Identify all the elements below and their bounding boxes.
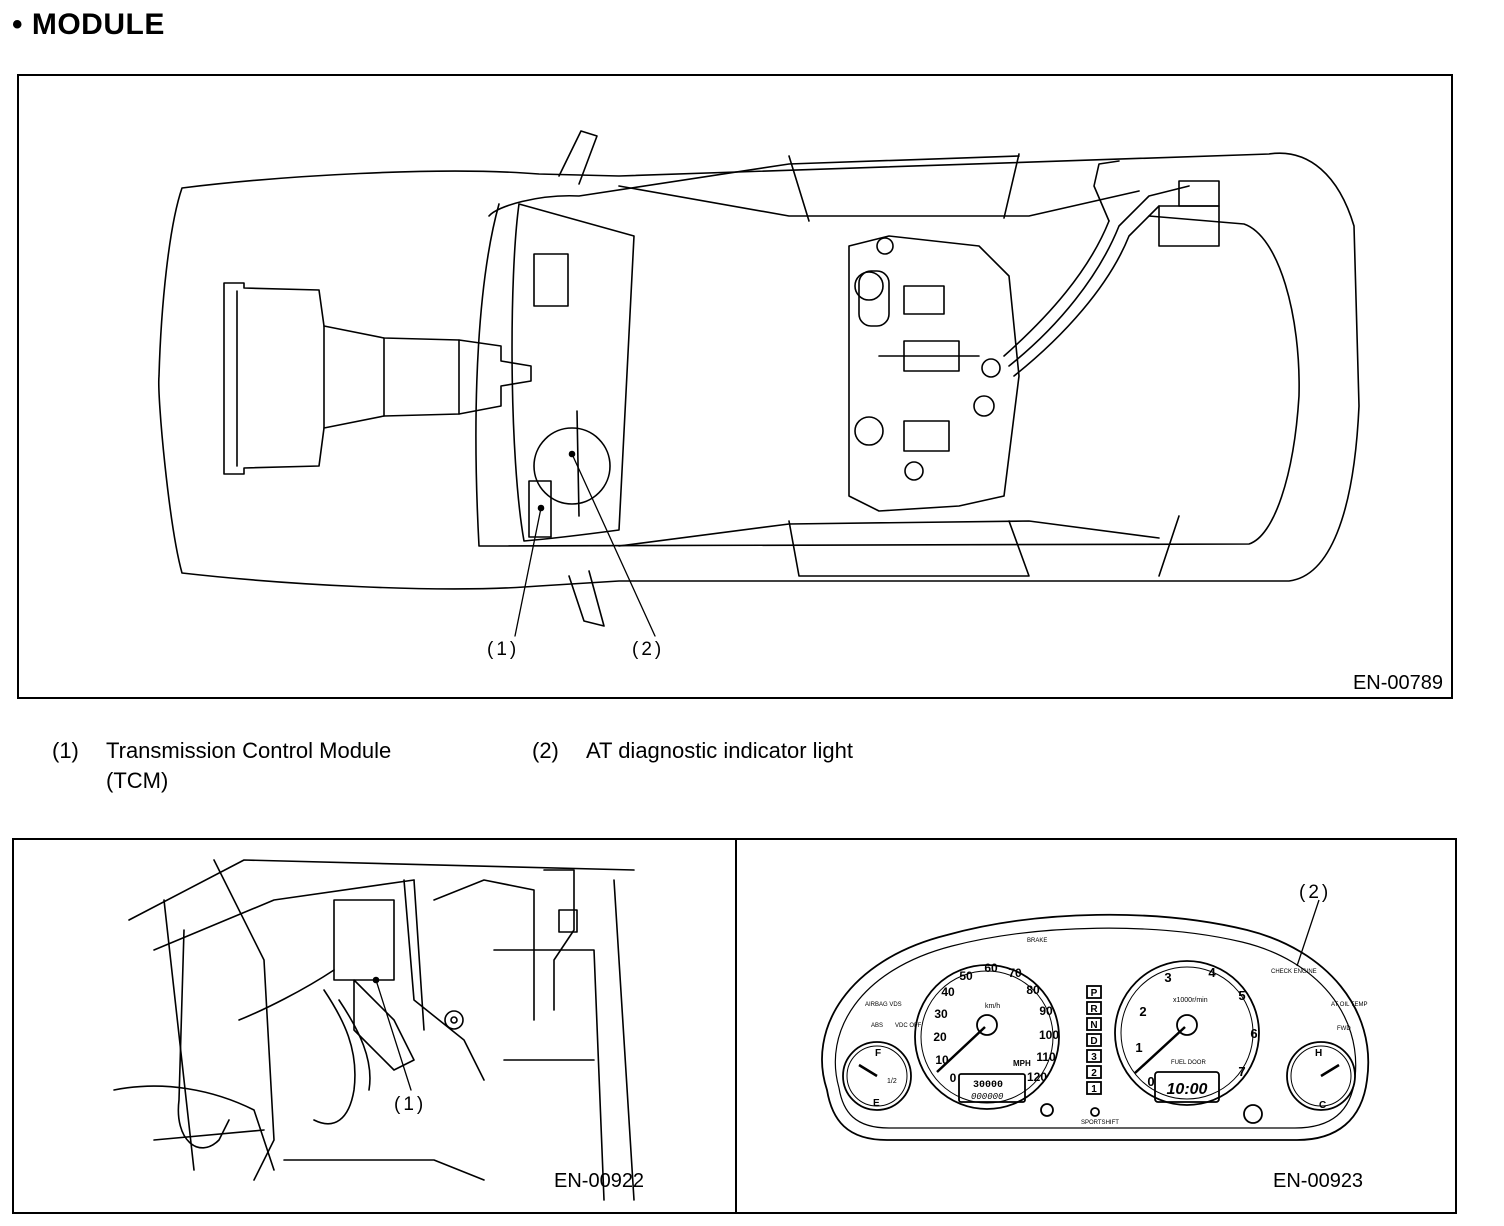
callout-1: (1) [394, 1094, 427, 1115]
tacho-tick-label: 4 [1208, 965, 1216, 980]
speedo-tick-label: 120 [1027, 1070, 1047, 1084]
tacho-tick-label: 1 [1135, 1040, 1142, 1055]
speedo-tick-label: 90 [1039, 1004, 1053, 1018]
gear-letter: 3 [1091, 1052, 1097, 1063]
sportshift-label: SPORTSHIFT [1081, 1120, 1119, 1126]
brake-label: BRAKE [1027, 938, 1047, 944]
gear-letter: N [1090, 1020, 1097, 1031]
tacho-tick-label: 2 [1139, 1004, 1146, 1019]
temp-label-cold: C [1319, 1100, 1326, 1111]
fwd-label: FWD [1337, 1026, 1351, 1032]
at-oil-temp-label: AT OIL TEMP [1331, 1002, 1367, 1008]
clock-display: 10:00 [1167, 1081, 1208, 1098]
speedo-tick-label: 70 [1008, 966, 1022, 980]
figure-id: EN-00923 [1273, 1170, 1364, 1192]
tacho-tick-label: 6 [1250, 1026, 1257, 1041]
abs-label: ABS [871, 1023, 883, 1029]
tacho-tick-label: 5 [1238, 988, 1245, 1003]
tacho-tick-label: 3 [1164, 970, 1171, 985]
fuel-label-half: 1/2 [887, 1078, 897, 1085]
fuel-door-label: FUEL DOOR [1171, 1060, 1206, 1066]
check-engine-label: CHECK ENGINE [1271, 969, 1317, 975]
callout-1: (1) [487, 639, 520, 660]
gear-letter: 2 [1091, 1068, 1097, 1079]
section-heading: • MODULE [12, 8, 165, 41]
figure-id: EN-00789 [1352, 672, 1443, 694]
speedo-unit: MPH [1013, 1059, 1031, 1068]
airbag-vds-label: AIRBAG VDS [865, 1002, 902, 1008]
gear-letter: D [1090, 1036, 1097, 1047]
speedo-tick-label: 50 [959, 969, 973, 983]
vehicle-top-view-drawing [157, 130, 1360, 637]
legend-text: AT diagnostic indicator light [586, 738, 853, 763]
fuel-label-empty: E [873, 1098, 880, 1109]
speedo-tick-label: 110 [1036, 1050, 1056, 1064]
vdc-off-label: VDC OFF [895, 1023, 922, 1029]
tacho-tick-label: 7 [1238, 1064, 1245, 1079]
callout-2: (2) [632, 639, 665, 660]
legend-number: (1) [52, 738, 79, 763]
legend-item-1: (1) Transmission Control Module (TCM) [52, 736, 472, 798]
speedo-tick-label: 100 [1039, 1028, 1059, 1042]
gear-letter: 1 [1091, 1084, 1097, 1095]
fuel-label-full: F [875, 1048, 881, 1059]
speedo-tick-label: 40 [941, 985, 955, 999]
speedo-tick-label: 60 [984, 961, 998, 975]
instrument-cluster-drawing: 0 10 20 30 40 50 60 70 80 90 100 110 120… [821, 899, 1370, 1141]
speedo-tick-label: 30 [934, 1007, 948, 1021]
speedo-kmh-unit: km/h [985, 1003, 1000, 1010]
tcm-location-figure: (1) EN-00922 [12, 838, 737, 1214]
figure-id: EN-00922 [554, 1170, 645, 1192]
tacho-tick-label: 0 [1147, 1074, 1154, 1089]
speedo-tick-label: 10 [935, 1053, 949, 1067]
callout-2: (2) [1299, 882, 1332, 903]
gear-letter: R [1090, 1004, 1098, 1015]
vehicle-layout-figure: (1) (2) EN-00789 [17, 74, 1453, 699]
legend-text-continued: (TCM) [106, 768, 169, 793]
tacho-unit: x1000r/min [1173, 997, 1208, 1004]
temp-label-hot: H [1315, 1048, 1322, 1059]
odometer-reading: 30000 [973, 1080, 1003, 1091]
legend-item-2: (2) AT diagnostic indicator light [532, 736, 952, 768]
tcm-closeup-drawing [113, 859, 635, 1201]
legend-text: Transmission Control Module [106, 738, 392, 763]
trip-reading: 000000 [971, 1092, 1004, 1102]
legend-number: (2) [532, 738, 559, 763]
speedo-tick-label: 80 [1026, 983, 1040, 997]
instrument-cluster-figure: 0 10 20 30 40 50 60 70 80 90 100 110 120… [735, 838, 1457, 1214]
speedo-tick-label: 20 [933, 1030, 947, 1044]
speedo-tick-label: 0 [950, 1071, 957, 1085]
gear-letter: P [1091, 988, 1098, 999]
